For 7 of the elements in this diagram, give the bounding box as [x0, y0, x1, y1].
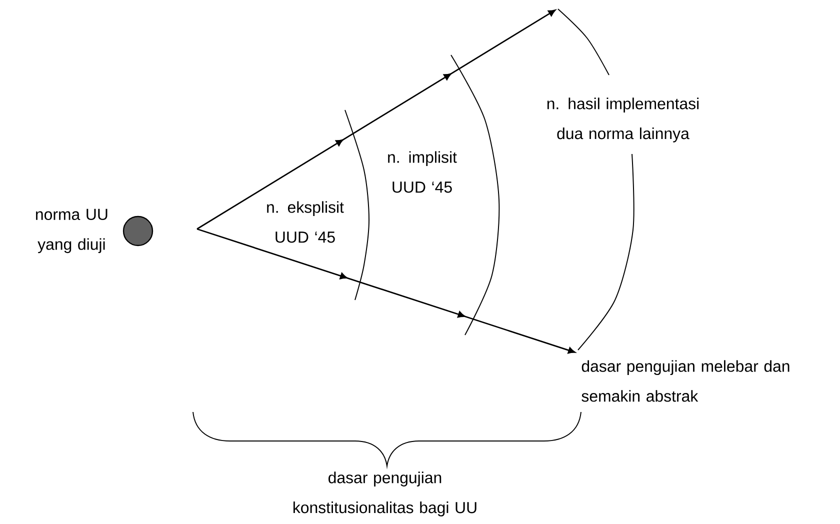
- region-label: n. hasil implementasi dua norma lainnya: [547, 98, 699, 142]
- region-label: dasar pengujian konstitusionalitas bagi UU: [294, 472, 476, 516]
- region-label: dasar pengujian melebar dan semakin abstrak: [582, 360, 790, 402]
- region-label: n. eksplisit UUD ‘45: [267, 201, 344, 243]
- node-caption: norma UU yang diuji: [36, 208, 108, 254]
- circle-marker: [122, 216, 154, 246]
- region-label: n. implisit UUD ‘45: [388, 151, 457, 193]
